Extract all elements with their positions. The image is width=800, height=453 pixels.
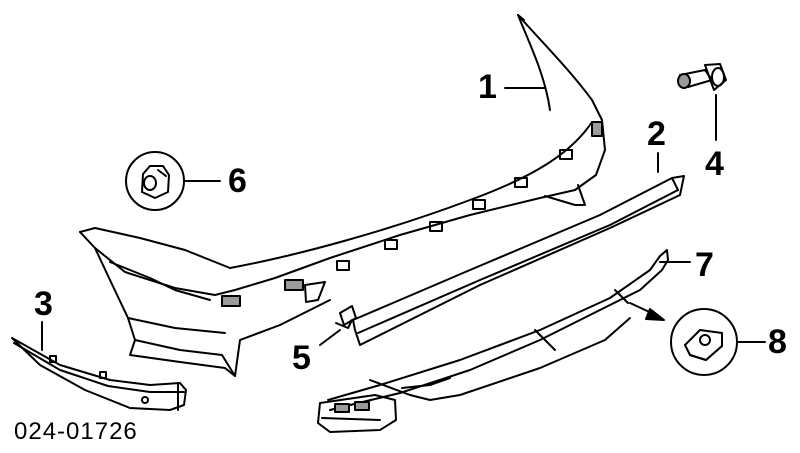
callout-4: 4 (705, 145, 724, 183)
carrier-bracket (317, 249, 669, 433)
catalog-number: 024-01726 (14, 418, 138, 445)
callout-7: 7 (695, 246, 714, 284)
callout-5: 5 (292, 339, 311, 377)
nut (125, 151, 185, 211)
bumper-trim-panel (79, 14, 606, 377)
small-bracket (335, 305, 357, 329)
callout-8: 8 (768, 323, 787, 361)
pointer-arrow-head (645, 308, 665, 321)
clip-fastener (677, 63, 727, 91)
callout-6: 6 (228, 162, 247, 200)
leader-5 (319, 329, 341, 346)
callout-3: 3 (34, 285, 53, 323)
corner-trim-strip (11, 337, 187, 411)
clip-nut (670, 308, 738, 376)
callout-1: 1 (478, 68, 497, 106)
callout-2: 2 (647, 115, 666, 153)
trim-strip (352, 175, 685, 346)
